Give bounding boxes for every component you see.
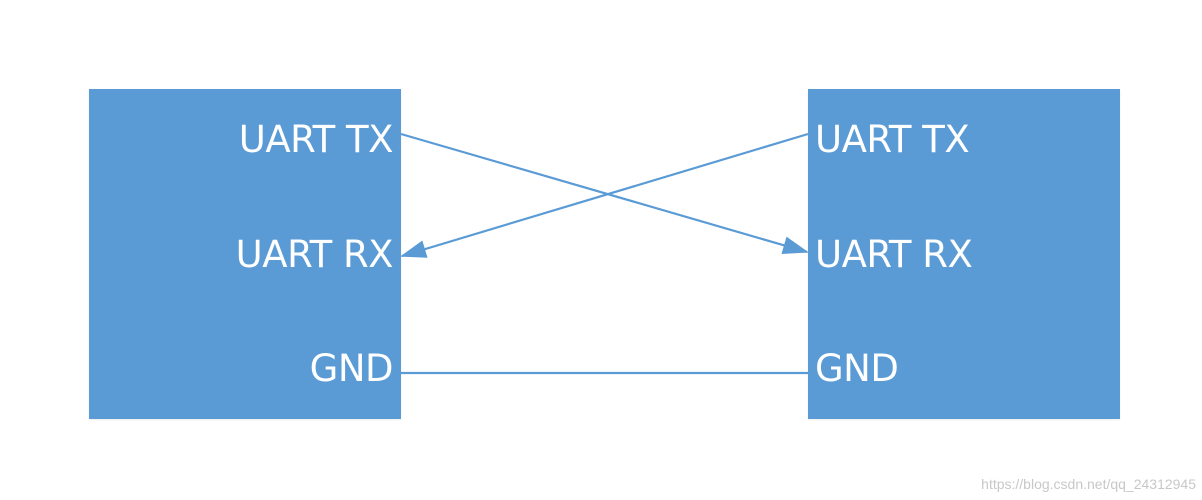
watermark-url: https://blog.csdn.net/qq_24312945 — [981, 476, 1196, 492]
device-right: UART TX UART RX GND — [808, 89, 1120, 419]
left-uart-rx-label: UART RX — [235, 233, 394, 276]
right-gnd-label: GND — [815, 347, 899, 390]
wire-left-tx-to-right-rx — [400, 132, 809, 254]
right-uart-tx-label: UART TX — [815, 118, 970, 161]
wire-right-tx-to-left-rx — [400, 132, 809, 258]
left-uart-tx-label: UART TX — [238, 118, 394, 161]
left-gnd-label: GND — [309, 347, 394, 390]
device-left: UART TX UART RX GND — [89, 89, 401, 419]
right-uart-rx-label: UART RX — [815, 233, 973, 276]
